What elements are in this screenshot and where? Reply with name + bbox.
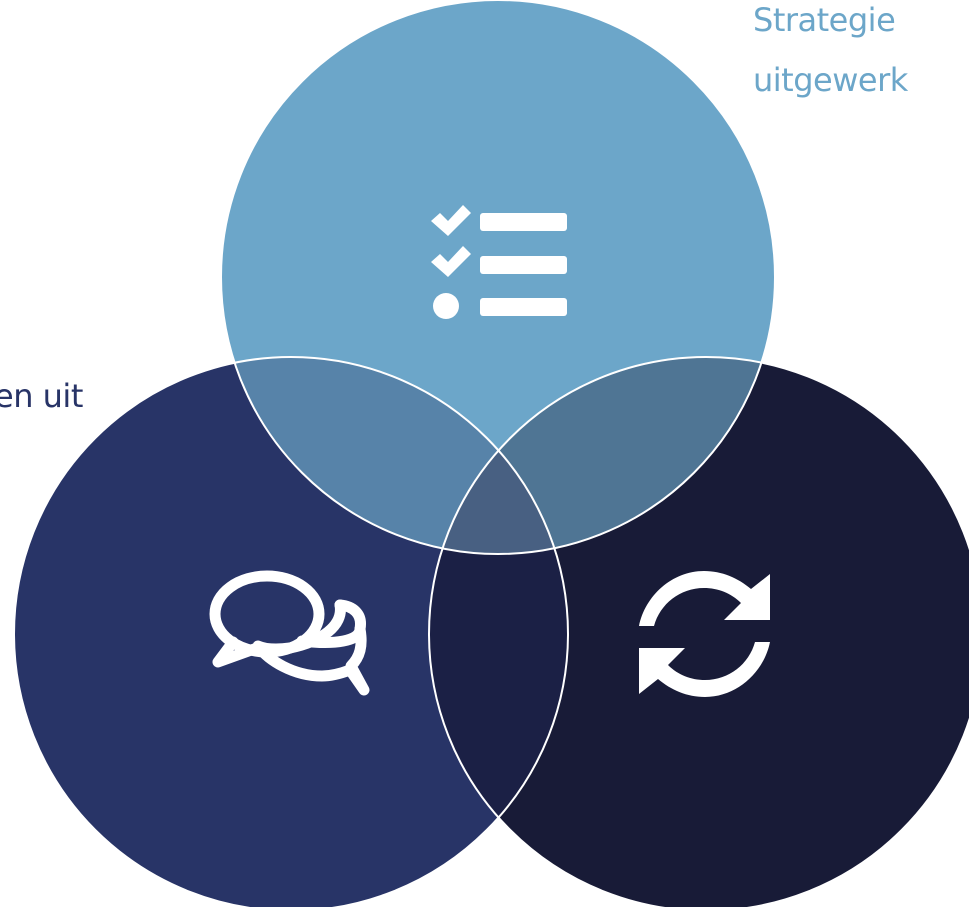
label-strategy-line1: Strategie [753,1,896,39]
label-strategy-line2: uitgewerk [753,61,908,99]
checklist-icon [431,205,567,319]
label-discussion-line: en uit [0,377,83,415]
overlap-top-right [429,357,775,554]
chat-bubbles-icon [209,570,370,696]
refresh-cycle-icon [639,571,770,697]
overlap-top-left [221,357,568,554]
